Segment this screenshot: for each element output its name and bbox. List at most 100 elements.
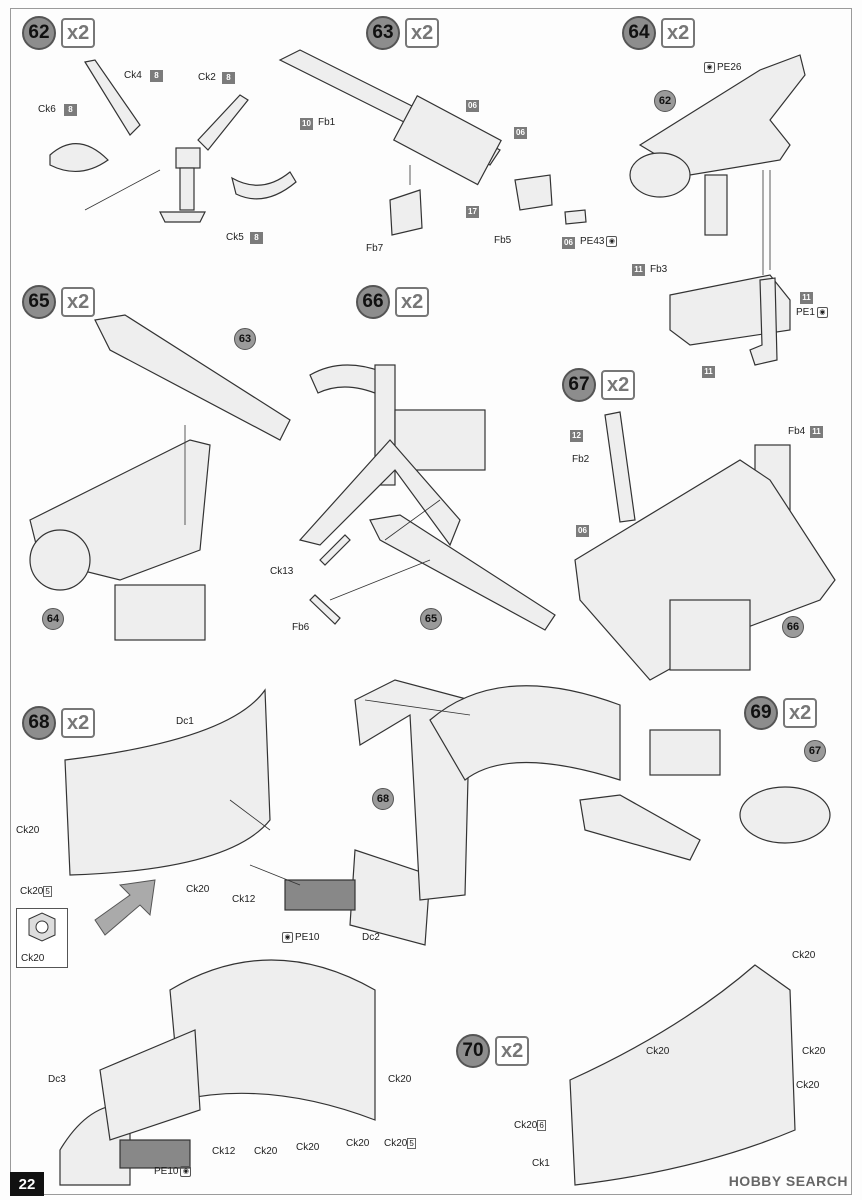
step-67: 67 x2 [562,368,636,402]
ref-step-66: 66 [782,616,804,638]
part-label: Ck20 [388,1074,412,1085]
sprue-tag: 17 [466,206,479,218]
direction-arrow [94,879,156,936]
part-label: Ck20 [346,1138,370,1149]
sprue-tag: 06 [576,525,589,537]
multiplier: 6 [537,1120,546,1131]
sprue-tag: 06 [514,127,527,139]
bolt-ck13 [319,534,351,566]
part-label: Ck20 [16,825,40,836]
quantity-badge: x2 [601,370,636,400]
part-label: Ck1 [532,1158,550,1169]
seat-69 [739,786,831,844]
foot [159,211,206,223]
photo-etch-icon: ◉ [606,236,618,247]
bracket-ck4 [84,59,141,136]
part-label: Ck20 [646,1046,670,1057]
sprue-tag: 06 [466,100,479,112]
pillar [179,167,195,211]
photo-etch-icon: ◉ [282,932,293,943]
gun-69 [579,794,701,861]
ref-step-65: 65 [420,608,442,630]
ammo-66 [394,409,486,471]
ref-step-67: 67 [804,740,826,762]
part-label: Ck20 [792,950,816,961]
quantity-badge: x2 [495,1036,530,1066]
ref-step-63: 63 [234,328,256,350]
multiplier: 5 [407,1138,416,1149]
part-label: Ck4 [124,70,142,81]
watermark: HOBBY SEARCH [728,1173,848,1189]
sprue-tag: 11 [632,264,645,276]
part-label: Ck13 [270,566,294,577]
bracket-pe10 [284,879,356,911]
part-fb5 [514,174,553,211]
saddle-ck5 [231,171,297,200]
photo-etch-icon: ◉ [180,1166,192,1177]
plate-lower [99,1029,201,1141]
part-label: Fb1 [318,117,336,128]
sprue-tag: 06 [562,237,575,249]
sprue-tag: 8 [64,104,77,116]
quantity-badge: x2 [61,708,96,738]
step-number: 64 [622,16,656,50]
gun-assembly [94,314,291,441]
ref-step-62: 62 [654,90,676,112]
step-69: 69 x2 [744,696,818,730]
shield-dc1 [64,688,271,876]
part-label: ◉PE10 [280,932,319,943]
step-number: 69 [744,696,778,730]
step-number: 62 [22,16,56,50]
step-66: 66 x2 [356,285,430,319]
nut-icon [28,912,56,942]
ammo-65 [114,584,206,641]
part-label: Ck5 [226,232,244,243]
belt-fb2 [604,411,636,523]
part-label: Fb6 [292,622,310,633]
part-label: Fb2 [572,454,590,465]
step-number: 65 [22,285,56,319]
seat-ck6 [49,143,109,173]
quantity-badge: x2 [61,287,96,317]
sprue-tag: 11 [800,292,813,304]
stand-wheel [629,152,691,198]
part-label: Ck20 [296,1142,320,1153]
photo-etch-icon: ◉ [816,307,828,318]
ref-step-64: 64 [42,608,64,630]
step-number: 63 [366,16,400,50]
part-label: Ck20 [21,953,45,964]
part-label: PE1◉ [796,307,830,318]
step-62: 62 x2 [22,16,96,50]
multiplier: 5 [43,886,52,897]
part-label: Fb7 [366,243,384,254]
step-number: 70 [456,1034,490,1068]
sprue-tag: 8 [250,232,263,244]
part-label: Ck20 [254,1146,278,1157]
sprue-tag: 8 [222,72,235,84]
gun-breech [392,95,502,186]
detail-inset: Ck20 [16,908,68,968]
part-label: Fb5 [494,235,512,246]
step-number: 68 [22,706,56,740]
sprue-tag: 11 [810,426,823,438]
part-label: Fb4 [788,426,806,437]
part-label: PE10◉ [154,1166,193,1177]
ref-step-68: 68 [372,788,394,810]
arm-ck2 [197,94,249,151]
bracket-lower-pe10 [119,1139,191,1169]
part-label: Dc1 [176,716,194,727]
part-label: Ck12 [212,1146,236,1157]
part-label: Ck12 [232,894,256,905]
step-65: 65 x2 [22,285,96,319]
step-63: 63 x2 [366,16,440,50]
part-label: Ck2 [198,72,216,83]
ammo-67 [669,599,751,671]
gun-66 [369,514,556,631]
frame-66 [298,439,461,547]
part-label: Fb3 [650,264,668,275]
